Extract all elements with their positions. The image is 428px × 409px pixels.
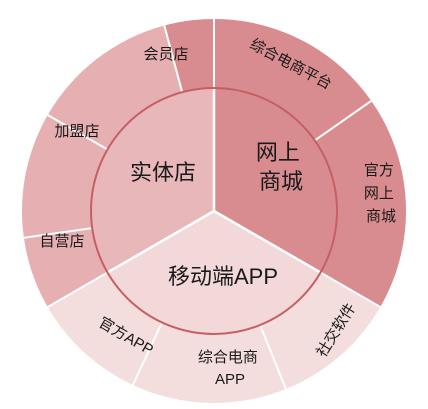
label-franchise-store: 加盟店	[54, 123, 99, 140]
label-mobile-app: 移动端APP	[168, 264, 278, 289]
outer-divider-7	[47, 114, 108, 151]
inner-spoke-2	[106, 209, 215, 274]
label-self-run-store: 自营店	[39, 233, 84, 250]
inner-spoke-1	[213, 209, 322, 274]
inner-sector-online-mall	[214, 88, 337, 273]
label-official-online-mall: 官方 网上 商城	[364, 162, 398, 225]
inner-sector-physical-store	[91, 88, 214, 273]
outer-divider-5	[47, 271, 108, 308]
outer-divider-4	[131, 322, 163, 386]
label-ecommerce-app: 综合电商 APP	[198, 349, 262, 388]
outer-segment-franchise-store	[22, 115, 108, 238]
inner-sector-mobile-app	[107, 211, 321, 334]
inner-ring-boundary	[90, 87, 338, 335]
label-member-store: 会员店	[143, 46, 188, 63]
outer-divider-1	[314, 100, 372, 142]
outer-divider-3	[259, 324, 287, 390]
label-online-mall: 网上 商城	[256, 140, 306, 194]
outer-divider-8	[163, 25, 184, 93]
outer-segment-member-store	[47, 25, 183, 150]
outer-segment-official-app	[47, 272, 163, 386]
segment-dividers	[23, 19, 381, 390]
outer-segment-ecommerce-app	[132, 322, 286, 403]
label-physical-store: 实体店	[130, 160, 196, 185]
outer-divider-6	[23, 227, 93, 239]
outer-segment-social-software	[260, 272, 381, 390]
outer-segment-official-online-mall	[314, 100, 407, 308]
outer-divider-2	[320, 271, 381, 308]
outer-segment-ecommerce-platform	[164, 18, 372, 141]
outer-segment-self-run-store	[23, 228, 108, 307]
